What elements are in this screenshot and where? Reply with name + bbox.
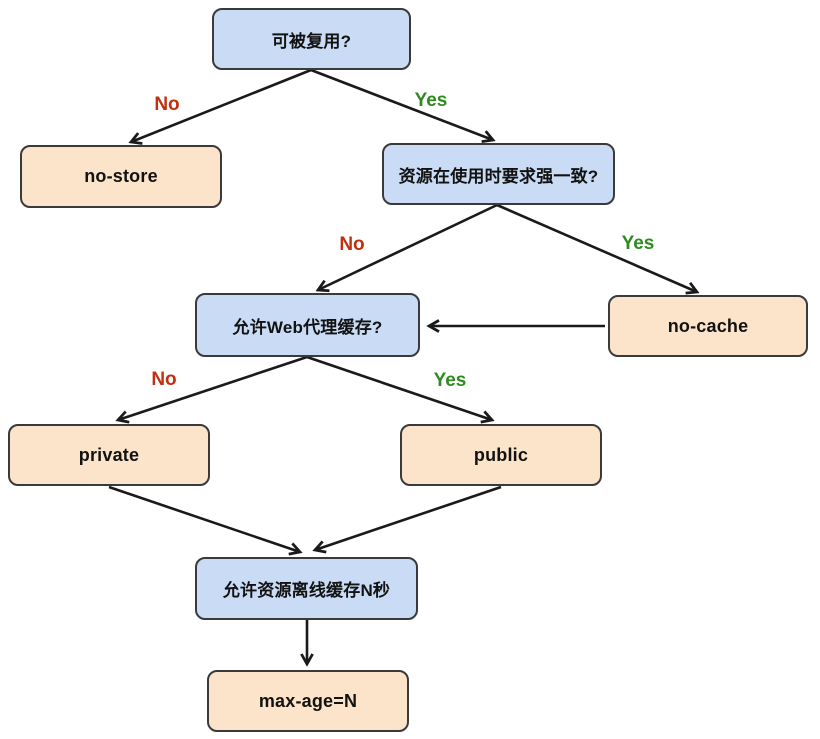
edge-reusable-to-strong	[310, 68, 493, 140]
edge-label-yes-web-proxy: Yes	[433, 370, 467, 391]
node-strong-consistency: 资源在使用时要求强一致?	[382, 143, 615, 205]
edge-label-yes-reusable: Yes	[414, 90, 448, 111]
edge-label-no-strong: No	[339, 234, 365, 255]
node-no-cache: no-cache	[608, 295, 808, 357]
edge-strong-to-web-proxy	[318, 203, 498, 290]
edge-public-to-offline-cache	[315, 485, 502, 550]
edge-private-to-offline-cache	[108, 485, 300, 552]
node-public: public	[400, 424, 602, 486]
edge-label-no-web-proxy: No	[151, 369, 177, 390]
edge-reusable-to-no-store	[131, 68, 312, 142]
node-max-age: max-age=N	[207, 670, 409, 732]
node-web-proxy: 允许Web代理缓存?	[195, 293, 420, 357]
node-offline-cache: 允许资源离线缓存N秒	[195, 557, 418, 620]
edge-label-no-reusable: No	[154, 94, 180, 115]
edge-label-yes-strong: Yes	[621, 233, 655, 254]
edge-strong-to-no-cache	[496, 203, 697, 292]
node-private: private	[8, 424, 210, 486]
node-reusable: 可被复用?	[212, 8, 411, 70]
edge-web-proxy-to-public	[306, 355, 492, 420]
node-no-store: no-store	[20, 145, 222, 208]
edge-web-proxy-to-private	[118, 355, 308, 420]
